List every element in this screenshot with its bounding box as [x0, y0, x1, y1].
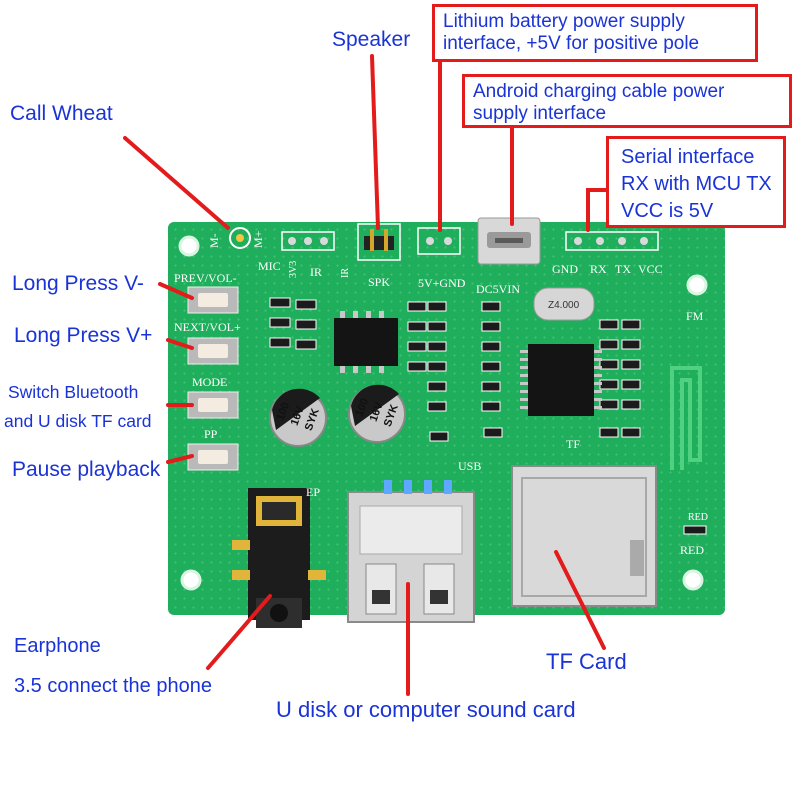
label-speaker: Speaker [332, 28, 411, 51]
button-mode [187, 391, 239, 419]
pointer-speaker [370, 54, 380, 230]
silk-tx: TX [615, 262, 631, 276]
silk-ep: EP [306, 485, 320, 499]
cap2-line1: 100 [354, 397, 372, 418]
micro-usb-port [477, 217, 541, 265]
mount-hole [686, 274, 708, 296]
crystal-oscillator: Z4.000 [533, 287, 595, 321]
microphone [229, 227, 251, 249]
serial-interface-callout: Serial interface RX with MCU TX VCC is 5… [606, 136, 786, 228]
pointer-tf [554, 550, 606, 650]
capacitor-2: 100 16V SYK [348, 384, 406, 443]
cap1-line1: 100 [275, 401, 293, 422]
silk-dc5vin: DC5VIN [476, 282, 520, 296]
silk-next-vol: NEXT/VOL+ [174, 320, 241, 334]
silk-pp: PP [204, 427, 218, 441]
label-u-disk: U disk or computer sound card [276, 697, 576, 722]
lithium-battery-callout: Lithium battery power supply interface, … [432, 4, 758, 62]
android-line-2: supply interface [473, 103, 607, 124]
silk-ir-1: IR [310, 265, 322, 279]
silk-spk: SPK [368, 275, 390, 289]
serial-line-1: Serial interface [621, 146, 755, 168]
pointer-vminus [158, 282, 194, 300]
pointer-call-wheat [123, 136, 230, 230]
usb-a-port [347, 480, 475, 623]
antenna-trace [670, 366, 702, 470]
silk-usb: USB [458, 459, 481, 473]
silk-gnd: GND [552, 262, 578, 276]
android-charging-callout: Android charging cable power supply inte… [462, 74, 792, 128]
silk-red-top: RED [688, 512, 708, 523]
silk-red-bottom: RED [680, 543, 704, 557]
label-long-press-vminus: Long Press V- [12, 272, 144, 295]
led [683, 525, 707, 535]
silk-fm: FM [686, 309, 704, 323]
pointer-earphone [206, 594, 272, 670]
silk-3v3: 3V3 [288, 261, 299, 278]
silk-mic: MIC [258, 259, 281, 273]
label-earphone-detail: 3.5 connect the phone [14, 675, 212, 697]
mount-hole [682, 569, 704, 591]
label-switch-line-1: Switch Bluetooth [8, 382, 139, 402]
mount-hole [178, 235, 200, 257]
button-next-vol [187, 337, 239, 365]
label-long-press-vplus: Long Press V+ [14, 324, 153, 347]
headphone-jack [232, 488, 326, 628]
pointer-vplus [166, 338, 194, 350]
lithium-line-2: interface, +5V for positive pole [443, 33, 700, 54]
mount-hole [180, 569, 202, 591]
ir-header [281, 231, 335, 251]
android-line-1: Android charging cable power [473, 81, 725, 102]
label-pause-playback: Pause playback [12, 458, 161, 481]
serial-line-3: VCC is 5V [621, 200, 714, 222]
pointer-serial [586, 188, 612, 232]
amplifier-ic [334, 311, 398, 373]
silk-rx: RX [590, 262, 607, 276]
lithium-line-1: Lithium battery power supply [443, 11, 685, 32]
silk-5v-gnd: 5V+GND [418, 276, 466, 290]
label-switch-line-2: and U disk TF card [4, 411, 152, 431]
silk-tf: TF [566, 437, 580, 451]
silk-vcc: VCC [638, 262, 663, 276]
silk-mic-plus: M+ [251, 230, 265, 248]
silk-ir-2: IR [340, 268, 351, 278]
serial-header [565, 231, 659, 251]
pointer-lines [123, 34, 612, 696]
pointer-pause [166, 454, 194, 464]
tf-card-slot [511, 465, 657, 607]
bluetooth-chip [520, 344, 602, 416]
label-earphone: Earphone [14, 635, 101, 657]
silk-mode: MODE [192, 375, 227, 389]
label-call-wheat: Call Wheat [10, 102, 113, 125]
silk-prev-vol: PREV/VOL- [174, 271, 237, 285]
silk-mic-minus: M- [207, 233, 221, 248]
label-tf-card: TF Card [546, 649, 627, 674]
serial-line-2: RX with MCU TX [621, 173, 772, 195]
button-pp [187, 443, 239, 471]
crystal-marking: Z4.000 [548, 300, 580, 311]
button-prev-vol [187, 286, 239, 314]
capacitor-1: 100 16V SYK [269, 388, 327, 447]
